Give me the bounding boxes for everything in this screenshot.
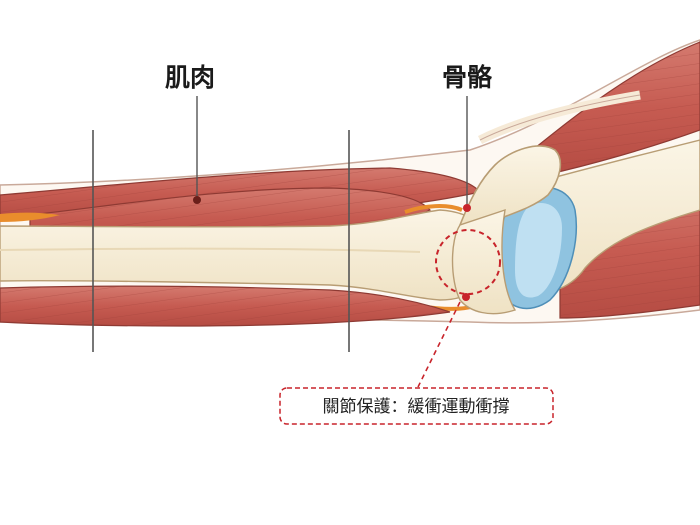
lower-muscle-band <box>0 285 451 327</box>
fat-layer-left <box>0 212 60 222</box>
callout-box <box>279 387 554 425</box>
muscle-label: 肌肉 <box>165 63 215 92</box>
muscle-marker <box>193 196 201 204</box>
fat-layer-joint <box>404 204 463 214</box>
callout-leader-line <box>417 301 461 388</box>
joint-cartilage <box>497 186 577 310</box>
callout-text: 關節保護：緩衝運動衝撐 <box>323 397 510 417</box>
bone-marker <box>463 204 471 212</box>
joint-highlight-circle <box>435 229 501 295</box>
joint-marker <box>462 293 470 301</box>
bone-label: 骨骼 <box>442 63 492 92</box>
ulna-head <box>451 145 562 315</box>
